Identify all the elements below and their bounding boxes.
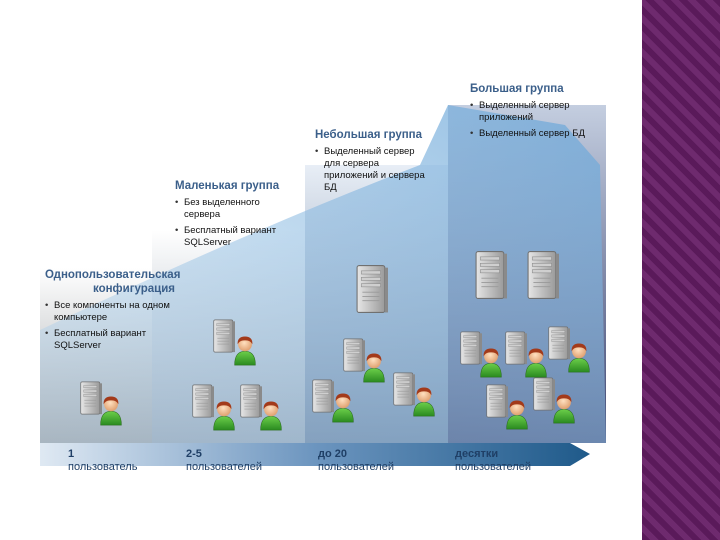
tier-bullet: Выделенный сервер БД <box>470 128 595 140</box>
tier-single-user: Однопользовательская конфигурация Все ко… <box>45 268 195 352</box>
axis-unit: пользователей <box>186 461 262 473</box>
axis-label-small: 2-5 пользователей <box>186 448 262 474</box>
axis-label-single: 1 пользователь <box>68 448 137 474</box>
server-icon <box>393 372 415 406</box>
server-icon <box>192 384 214 418</box>
tier-workgroup: Небольшая группа Выделенный сервер для с… <box>315 128 427 194</box>
tier-title: Большая группа <box>470 83 564 95</box>
tier-bullet: Все компоненты на одном компьютере <box>45 300 195 324</box>
axis-count: до 20 <box>318 448 347 460</box>
axis-label-workgroup: до 20 пользователей <box>318 448 394 474</box>
axis-unit: пользователей <box>318 461 394 473</box>
server-icon <box>312 379 334 413</box>
server-icon <box>475 250 507 300</box>
decorative-side-panel <box>642 0 720 540</box>
server-icon <box>505 331 527 365</box>
tier-bullet: Без выделенного сервера <box>175 197 295 221</box>
tier-bullet: Выделенный сервер приложений <box>470 100 595 124</box>
axis-count: десятки <box>455 448 499 460</box>
axis-unit: пользователь <box>68 461 138 473</box>
axis-count: 1 <box>68 448 75 460</box>
server-icon <box>548 326 570 360</box>
server-icon <box>533 377 555 411</box>
tier-title: Небольшая группа <box>315 129 422 141</box>
tier-title: Однопользовательская конфигурация <box>45 269 181 295</box>
tier-bullet: Бесплатный вариант SQLServer <box>45 328 195 352</box>
axis-arrow <box>40 443 590 466</box>
server-icon <box>486 384 508 418</box>
axis-count: 2-5 <box>186 448 202 460</box>
tier-bullet: Бесплатный вариант SQLServer <box>175 225 295 249</box>
server-icon <box>240 384 262 418</box>
tier-small-group: Маленькая группа Без выделенного сервера… <box>175 179 295 249</box>
server-icon <box>80 381 102 415</box>
axis-label-large: десятки пользователей <box>455 448 531 474</box>
tier-title: Маленькая группа <box>175 180 280 192</box>
server-icon <box>527 250 559 300</box>
server-icon <box>213 319 235 353</box>
server-icon <box>356 264 388 314</box>
server-icon <box>343 338 365 372</box>
tier-bullet: Выделенный сервер для сервера приложений… <box>315 146 427 194</box>
axis-unit: пользователей <box>455 461 531 473</box>
server-icon <box>460 331 482 365</box>
tier-large-group: Большая группа Выделенный сервер приложе… <box>470 82 595 140</box>
